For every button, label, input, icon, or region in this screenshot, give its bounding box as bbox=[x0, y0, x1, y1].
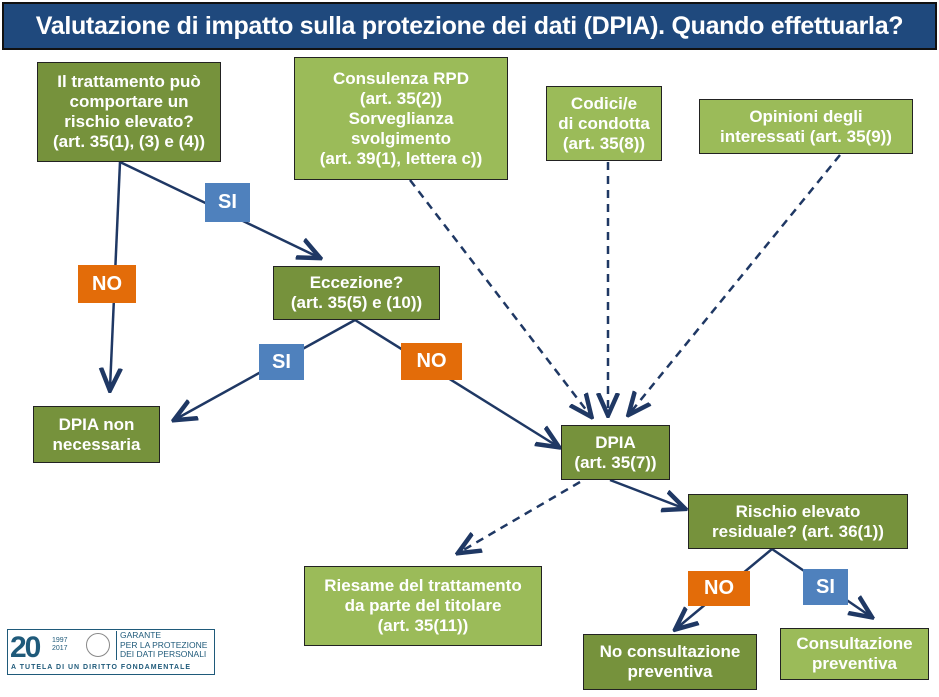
dashed-arrow-opinioni bbox=[630, 154, 841, 413]
label-no: NO bbox=[401, 343, 462, 380]
box-dpia: DPIA (art. 35(7)) bbox=[561, 425, 670, 480]
arrow-dpia-to-residuale bbox=[609, 478, 683, 508]
box-consulenza-rpd: Consulenza RPD (art. 35(2)) Sorveglianza… bbox=[294, 57, 508, 180]
box-opinioni: Opinioni degli interessati (art. 35(9)) bbox=[699, 99, 913, 154]
box-consultazione-preventiva: Consultazione preventiva bbox=[780, 628, 929, 680]
dashed-arrow-rpd bbox=[409, 179, 590, 415]
box-eccezione: Eccezione? (art. 35(5) e (10)) bbox=[273, 266, 440, 320]
label-si: SI bbox=[803, 569, 848, 605]
emblem-icon bbox=[86, 633, 110, 657]
box-rischio-residuale: Rischio elevato residuale? (art. 36(1)) bbox=[688, 494, 908, 549]
label-no: NO bbox=[688, 571, 750, 606]
label-si: SI bbox=[205, 183, 250, 222]
arrow-no-to-dpia bbox=[354, 318, 557, 446]
box-riesame: Riesame del trattamento da parte del tit… bbox=[304, 566, 542, 646]
box-rischio-elevato: Il trattamento può comportare un rischio… bbox=[37, 62, 221, 162]
dashed-arrow-riesame bbox=[460, 480, 581, 552]
logo-years: 1997 2017 bbox=[52, 637, 68, 652]
garante-logo: 20 1997 2017 GARANTE PER LA PROTEZIONE D… bbox=[7, 629, 215, 675]
page-title: Valutazione di impatto sulla protezione … bbox=[2, 2, 937, 50]
logo-org: GARANTE PER LA PROTEZIONE DEI DATI PERSO… bbox=[116, 630, 207, 660]
label-si: SI bbox=[259, 344, 304, 380]
logo-tagline: A TUTELA DI UN DIRITTO FONDAMENTALE bbox=[11, 664, 192, 671]
box-dpia-non-necessaria: DPIA non necessaria bbox=[33, 406, 160, 463]
box-codici-condotta: Codici/e di condotta (art. 35(8)) bbox=[546, 86, 662, 161]
label-no: NO bbox=[78, 265, 136, 303]
logo-number: 20 bbox=[10, 631, 41, 664]
box-no-consultazione: No consultazione preventiva bbox=[583, 634, 757, 690]
